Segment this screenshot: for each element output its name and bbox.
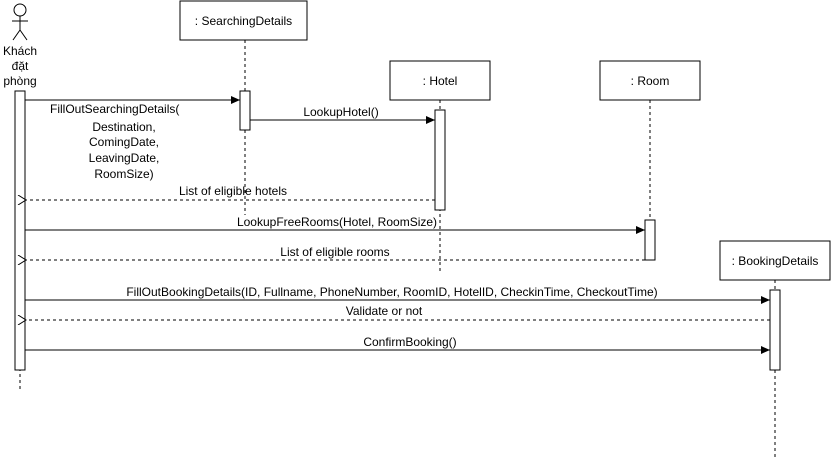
room-activation xyxy=(644,219,656,261)
searching-details-object: : SearchingDetails xyxy=(179,0,308,41)
actor-left-leg xyxy=(12,29,21,41)
booking-details-object: : BookingDetails xyxy=(719,240,831,281)
list-hotels-label: List of eligible hotels xyxy=(179,184,287,198)
list-rooms-label: List of eligible rooms xyxy=(280,245,389,259)
booking-details-label: : BookingDetails xyxy=(732,254,819,268)
searching-details-label: : SearchingDetails xyxy=(195,14,292,28)
fill-out-searching-line-2: Destination, xyxy=(92,120,155,134)
room-object: : Room xyxy=(599,60,701,101)
confirm-booking-label: ConfirmBooking() xyxy=(363,335,456,349)
fill-out-searching-line-1: FillOutSearchingDetails( xyxy=(50,102,179,116)
fill-out-searching-line-3: ComingDate, xyxy=(89,135,159,149)
fill-out-booking-label: FillOutBookingDetails(ID, Fullname, Phon… xyxy=(126,285,657,299)
booking-details-activation xyxy=(769,289,781,371)
actor-name-line-2: đặt xyxy=(12,59,29,73)
lookup-free-rooms-label: LookupFreeRooms(Hotel, RoomSize) xyxy=(237,215,437,229)
actor-name-line-3: phòng xyxy=(3,74,36,88)
fill-out-searching-line-4: LeavingDate, xyxy=(89,151,160,165)
hotel-label: : Hotel xyxy=(423,74,458,88)
searching-details-activation xyxy=(239,90,251,131)
fill-out-searching-label: FillOutSearchingDetails( Destination, Co… xyxy=(50,102,179,181)
actor-head xyxy=(13,3,27,17)
hotel-object: : Hotel xyxy=(389,60,491,101)
lookup-hotel-label: LookupHotel() xyxy=(303,105,378,119)
actor-activation xyxy=(14,90,26,371)
actor-right-leg xyxy=(19,29,28,41)
fill-out-searching-line-5: RoomSize) xyxy=(94,167,153,181)
room-label: : Room xyxy=(631,74,670,88)
validate-label: Validate or not xyxy=(346,304,423,318)
hotel-activation xyxy=(434,109,446,211)
actor: Khách đặt phòng xyxy=(3,3,37,88)
actor-name-line-1: Khách xyxy=(3,44,37,58)
